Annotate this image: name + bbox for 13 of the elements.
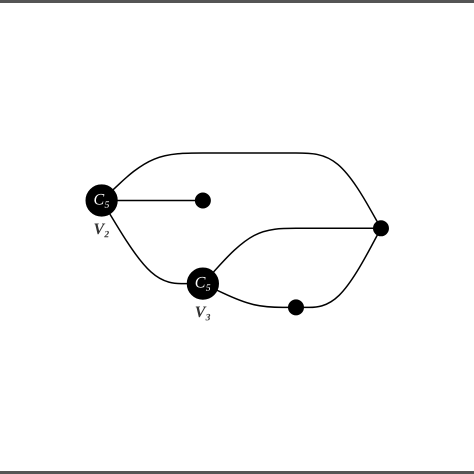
connector [117,200,196,202]
connector [303,234,378,308]
node-circle [288,299,304,316]
connector [112,152,378,222]
connector [212,227,374,272]
connector [108,213,187,284]
connector [216,289,288,308]
node-circle [194,192,211,208]
node-circle: C₅ [85,184,118,216]
node-label: V₂ [93,220,110,238]
node-circle: C₅ [186,267,219,300]
node-label: V₃ [194,304,211,322]
node-circle [372,220,389,236]
